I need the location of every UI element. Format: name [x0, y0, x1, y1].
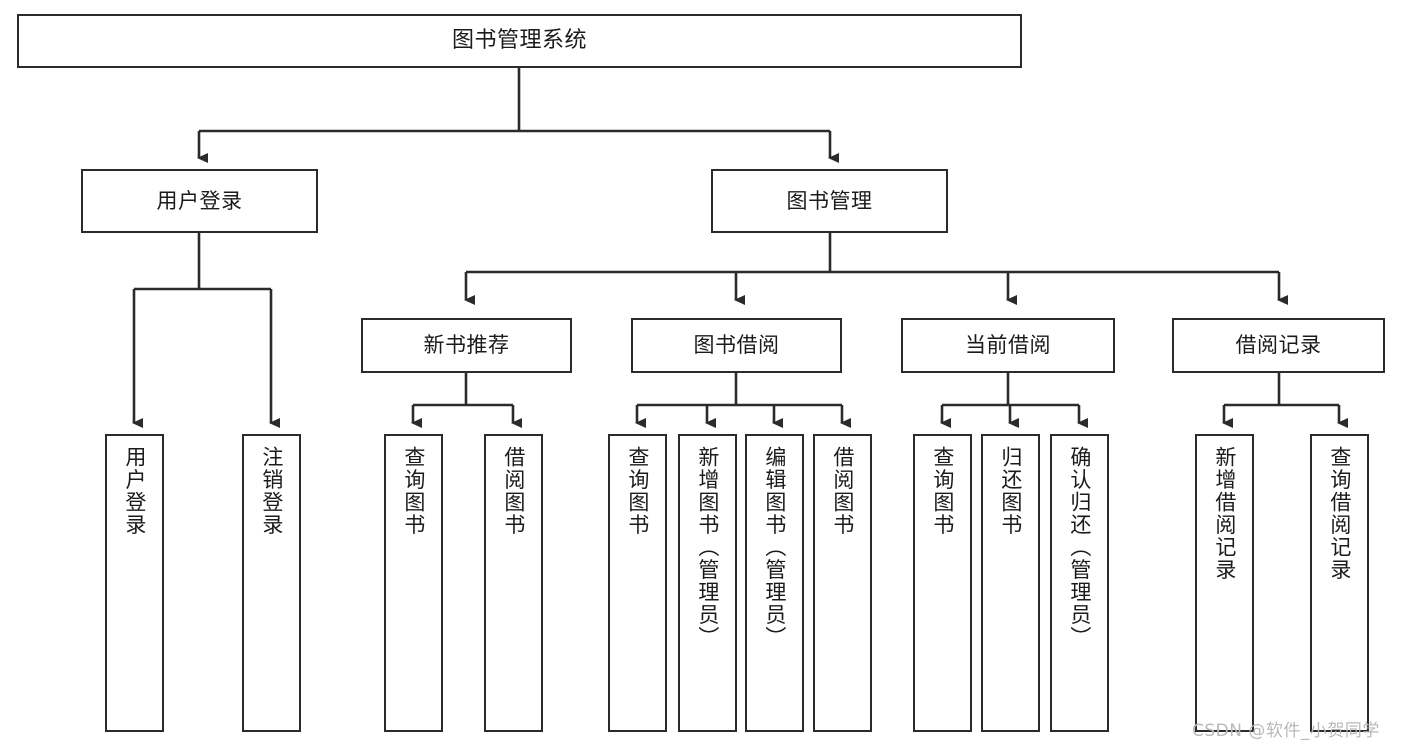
node-book-borrow[interactable]: 图书借阅: [631, 318, 842, 373]
leaf-borrow-borrow-book[interactable]: 借阅图书: [813, 434, 872, 732]
leaf-borrow-query-book-label: 查询图书: [625, 446, 650, 536]
leaf-borrow-query-book[interactable]: 查询图书: [608, 434, 667, 732]
node-new-book-recommend-label: 新书推荐: [423, 333, 510, 358]
node-book-management-label: 图书管理: [786, 188, 873, 213]
leaf-current-return-book[interactable]: 归还图书: [981, 434, 1040, 732]
leaf-current-confirm-return-admin[interactable]: 确认归还（管理员）: [1050, 434, 1109, 732]
leaf-user-login-signout[interactable]: 注销登录: [242, 434, 301, 732]
node-new-book-recommend[interactable]: 新书推荐: [361, 318, 572, 373]
node-root[interactable]: 图书管理系统: [17, 14, 1022, 68]
leaf-current-query-book[interactable]: 查询图书: [913, 434, 972, 732]
leaf-records-query-record-label: 查询借阅记录: [1327, 446, 1352, 581]
leaf-current-query-book-label: 查询图书: [930, 446, 955, 536]
node-borrow-records[interactable]: 借阅记录: [1172, 318, 1385, 373]
leaf-borrow-edit-book-admin-label: 编辑图书（管理员）: [762, 446, 787, 649]
node-book-borrow-label: 图书借阅: [693, 333, 780, 358]
leaf-records-query-record[interactable]: 查询借阅记录: [1310, 434, 1369, 732]
node-user-login-label: 用户登录: [156, 188, 243, 213]
csdn-watermark: CSDN @软件_小贺同学: [1192, 721, 1380, 741]
leaf-borrow-edit-book-admin[interactable]: 编辑图书（管理员）: [745, 434, 804, 732]
leaf-borrow-add-book-admin-label: 新增图书（管理员）: [695, 446, 720, 649]
node-user-login[interactable]: 用户登录: [81, 169, 318, 233]
leaf-records-add-record[interactable]: 新增借阅记录: [1195, 434, 1254, 732]
leaf-user-login-signin[interactable]: 用户登录: [105, 434, 164, 732]
leaf-recommend-borrow-book[interactable]: 借阅图书: [484, 434, 543, 732]
leaf-borrow-add-book-admin[interactable]: 新增图书（管理员）: [678, 434, 737, 732]
node-current-borrow-label: 当前借阅: [965, 333, 1051, 358]
leaf-recommend-query-book-label: 查询图书: [401, 446, 426, 536]
leaf-borrow-borrow-book-label: 借阅图书: [830, 446, 855, 536]
node-current-borrow[interactable]: 当前借阅: [901, 318, 1115, 373]
leaf-user-login-signin-label: 用户登录: [122, 446, 147, 536]
node-root-label: 图书管理系统: [451, 28, 587, 54]
leaf-user-login-signout-label: 注销登录: [259, 446, 284, 536]
leaf-records-add-record-label: 新增借阅记录: [1212, 446, 1237, 581]
leaf-current-confirm-return-admin-label: 确认归还（管理员）: [1067, 446, 1092, 649]
node-borrow-records-label: 借阅记录: [1235, 333, 1322, 358]
leaf-recommend-borrow-book-label: 借阅图书: [501, 446, 526, 536]
leaf-recommend-query-book[interactable]: 查询图书: [384, 434, 443, 732]
node-book-management[interactable]: 图书管理: [711, 169, 948, 233]
leaf-current-return-book-label: 归还图书: [998, 446, 1023, 536]
